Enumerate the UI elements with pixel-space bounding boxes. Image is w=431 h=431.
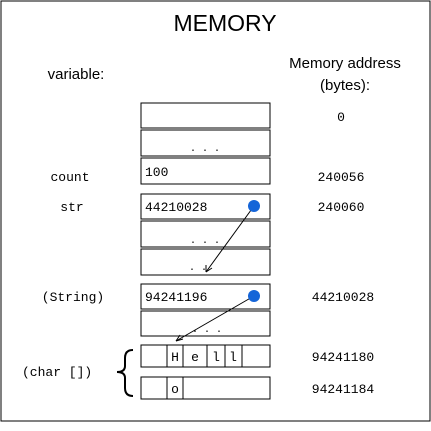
char-value: H [171,350,179,365]
cell-address: 0 [337,110,345,125]
cell-value: 100 [145,165,168,180]
cell-value: 44210028 [145,200,207,215]
pointer-line-string [175,295,255,342]
memory-cell-9: . . . [140,310,271,337]
cell-box [140,220,271,248]
char-array-label: (char []) [22,365,92,380]
memory-cell-1: . . . [140,129,271,157]
cell-ellipsis: . . . [192,325,222,336]
cell-address: 44210028 [312,290,374,305]
memory-cell-0: 0 [140,102,345,129]
cell-ellipsis: . . . [190,144,220,155]
variable-label: str [60,200,83,215]
char-value: e [191,350,199,365]
cell-address: 240056 [318,170,365,185]
memory-cell-4 [140,220,271,248]
pointer-arrows [175,200,260,342]
outer-frame [0,0,431,422]
variable-header: variable: [48,66,105,83]
cell-ellipsis: . . . [190,236,220,247]
cell-ellipsis: . . [189,263,207,274]
pointer-dot-str [248,200,260,212]
arrowhead [205,265,213,273]
char-address: 94241184 [312,382,375,397]
char-cell [140,376,168,400]
pointer-line-str [205,205,255,273]
memory-cell-string: (String) 94241196 44210028 [42,283,374,310]
memory-cell-count: count 100 240056 [50,157,365,185]
variable-label: count [50,170,89,185]
cell-box [140,248,271,276]
char-row-1: o 94241184 [140,376,375,400]
char-cell [140,344,168,368]
cell-box [140,283,271,310]
variable-label: (String) [42,290,104,305]
memory-cell-str: str 44210028 240060 [60,193,365,220]
address-header-line2: (bytes): [320,77,370,94]
char-row-0: H e l l 94241180 [140,344,374,368]
char-cell [182,376,271,400]
char-value: l [229,350,237,365]
cell-value: 94241196 [145,290,207,305]
diagram-title: MEMORY [173,10,276,36]
arrowhead [175,334,184,342]
cell-box [140,310,271,337]
cell-box [140,157,271,185]
char-cell [241,344,271,368]
pointer-dot-string [248,290,260,302]
char-value: o [171,382,179,397]
address-header-line1: Memory address [289,55,401,72]
cell-box [140,102,271,129]
cell-address: 240060 [318,200,365,215]
memory-cell-5: . . . . . [140,236,271,276]
cell-box [140,129,271,157]
char-array: (char []) H e l l 94241180 o 94241184 [22,344,375,400]
char-address: 94241180 [312,350,374,365]
char-array-brace [116,349,134,397]
char-value: l [212,350,220,365]
cell-box [140,193,271,220]
